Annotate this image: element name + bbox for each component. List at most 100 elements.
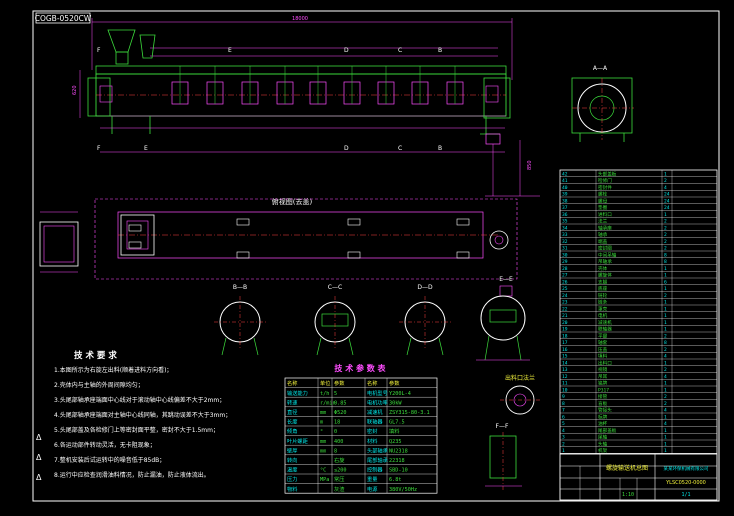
- flange-detail-view: 出料口法兰: [500, 374, 540, 415]
- param-table-cell: r/min: [320, 400, 336, 406]
- view-arrows: Δ Δ Δ: [36, 433, 42, 482]
- bom-table-cell: 33: [562, 232, 568, 238]
- bom-table-cell: 1: [562, 448, 565, 454]
- cut-letter-b-top: B: [438, 47, 442, 54]
- param-table-cell: 填料: [389, 427, 399, 435]
- bom-table-cell: 头部盖板: [598, 170, 617, 177]
- bom-table-cell: 油杯: [598, 420, 608, 427]
- bom-table-cell: 2: [664, 401, 667, 407]
- bom-table-cell: 4: [664, 185, 667, 191]
- param-table-header-cell: 名称: [287, 379, 297, 387]
- bom-table-cell: 密封件: [598, 184, 612, 191]
- bom-table-cell: 2: [562, 441, 565, 447]
- sheet-value: 1/1: [681, 492, 690, 498]
- bom-table-cell: 螺母: [598, 197, 608, 204]
- svg-text:E—E: E—E: [499, 276, 513, 283]
- param-table-cell: 控制器: [367, 466, 383, 474]
- flange-title: 出料口法兰: [505, 374, 535, 382]
- bom-table-cell: 联轴器: [598, 326, 612, 333]
- bom-table-cell: 1: [664, 171, 667, 177]
- bom-table-cell: 15: [562, 354, 568, 360]
- param-table-cell: 400: [334, 439, 343, 445]
- bom-table-cell: 1: [664, 360, 667, 366]
- bom-table-cell: 1: [664, 273, 667, 279]
- company-name: 某某环保机械有限公司: [664, 465, 709, 472]
- param-table-cell: 8: [334, 448, 337, 454]
- bom-table-cell: 19: [562, 327, 568, 333]
- section-aa-view: A—A: [571, 65, 634, 142]
- bom-table-cell: 1: [664, 387, 667, 393]
- bom-table-cell: 1: [664, 428, 667, 434]
- tech-requirement-item: 1.本图所示为右旋左出料(顺着进料方向看)；: [54, 366, 172, 374]
- param-table-cell: °C: [320, 468, 326, 474]
- param-table-cell: Q235: [389, 439, 402, 445]
- bom-table-cell: 24: [664, 205, 670, 211]
- bom-table-cell: 1: [664, 212, 667, 218]
- drawing-frame: [32, 10, 720, 502]
- bom-table-cell: 10: [562, 387, 568, 393]
- bom-table-cell: 1: [664, 286, 667, 292]
- bom-table-cell: 机架: [598, 447, 608, 454]
- bom-table-cell: 铭牌: [598, 380, 608, 387]
- bom-table-cell: 29: [562, 259, 568, 265]
- bom-table-cell: 出料口: [598, 359, 612, 366]
- param-table-cell: 22318: [389, 458, 405, 464]
- bom-table-cell: 1: [664, 441, 667, 447]
- cut-letter-f-bottom: F: [97, 145, 101, 152]
- bom-table-cell: 1: [664, 313, 667, 319]
- svg-text:Δ: Δ: [36, 433, 42, 442]
- svg-text:850: 850: [527, 160, 533, 170]
- svg-text:620: 620: [72, 85, 78, 95]
- bom-table-cell: 27: [562, 273, 568, 279]
- bom-table-cell: 17: [562, 340, 568, 346]
- cut-letter-c-top: C: [398, 47, 402, 54]
- bom-table-cell: 链条: [598, 299, 608, 306]
- param-table-cell: SBD-10: [389, 468, 408, 474]
- param-table-cell: 减速机: [367, 408, 383, 416]
- bom-table-cell: 13: [562, 367, 568, 373]
- section-ff-view: F—F: [485, 423, 522, 490]
- bom-table-cell: 1: [664, 327, 667, 333]
- bom-table-cell: 1: [664, 266, 667, 272]
- param-table-cell: mm: [320, 439, 326, 445]
- param-table-cell: 重量: [367, 475, 377, 483]
- bom-table-cell: 4: [562, 428, 565, 434]
- bom-table-cell: 3: [562, 435, 565, 441]
- param-table-cell: °: [320, 429, 323, 435]
- bom-table-cell: 34: [562, 225, 568, 231]
- section-cc-view: C—C: [314, 284, 356, 356]
- svg-text:Δ: Δ: [36, 473, 42, 482]
- bom-table-cell: 尾轴: [598, 434, 608, 441]
- plan-hanger-marks: [128, 218, 470, 259]
- bom-table-cell: 2: [664, 219, 667, 225]
- bom-table-cell: 密封圈: [598, 245, 612, 252]
- param-table-cell: 6.8t: [389, 477, 402, 483]
- bom-table-cell: 8: [664, 340, 667, 346]
- scale-value: 1:10: [622, 492, 634, 498]
- svg-text:B—B: B—B: [233, 284, 247, 291]
- bom-table-cell: 30: [562, 252, 568, 258]
- bom-table-cell: 24: [664, 198, 670, 204]
- bom-table-cell: 1: [664, 300, 667, 306]
- param-table-cell: 尾部轴承: [367, 456, 389, 464]
- bom-table-cell: 37: [562, 205, 568, 211]
- bom-table-cell: 吊耳: [598, 374, 608, 380]
- bom-table-cell: 轴套: [598, 339, 608, 346]
- tech-requirements-title: 技 术 要 求: [74, 350, 117, 361]
- param-table-cell: 电机型号: [367, 389, 388, 397]
- bom-table-cell: 链轮: [598, 292, 608, 299]
- bom-table-cell: 32: [562, 239, 568, 245]
- bom-table-cell: 24: [562, 293, 568, 299]
- param-table-cell: 压力: [287, 475, 297, 483]
- bom-table-cell: 14: [562, 360, 568, 366]
- bom-table-cell: 支腿: [598, 278, 608, 285]
- bom-table-cell: 39: [562, 192, 568, 198]
- tech-requirement-item: 3.头尾部轴承座端面中心线对于滚动轴中心线偏差不大于2mm；: [54, 396, 225, 404]
- bom-table-cell: 2: [664, 232, 667, 238]
- tech-requirement-item: 7.整机安装后试运转中的噪音低于85dB；: [54, 456, 165, 464]
- param-table-header-cell: 名称: [367, 379, 377, 387]
- bom-table-cell: 罩壳: [598, 305, 608, 312]
